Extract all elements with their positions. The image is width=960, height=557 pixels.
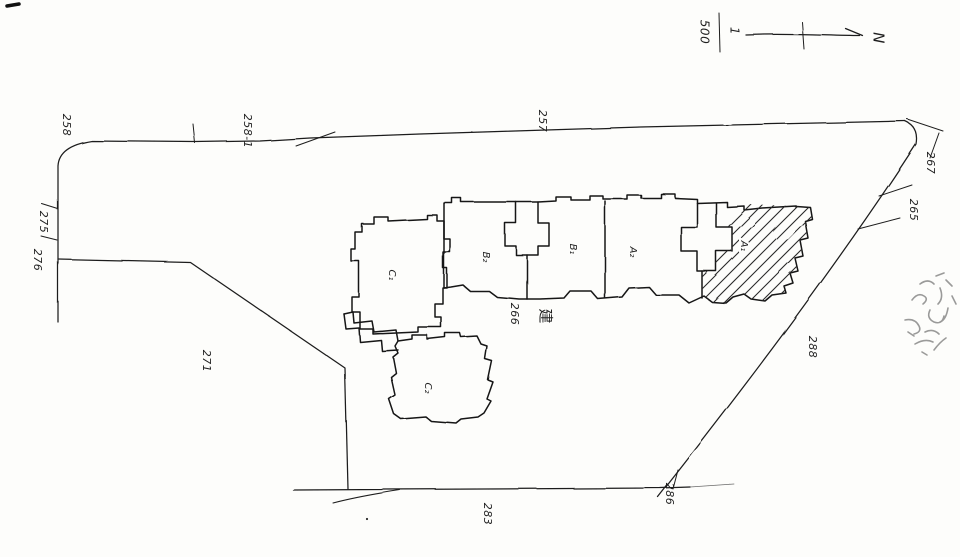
north-label: N (870, 32, 888, 44)
boundary-top-fork-slash (295, 131, 336, 147)
parcel-label-288: 288 (806, 336, 819, 359)
parcel-label-286: 286 (663, 483, 676, 506)
building-label-a1: A₁ (738, 240, 749, 252)
north-arrow-line (745, 33, 861, 37)
parcel-label-267: 267 (924, 152, 937, 175)
parcel-label-258-1: 258-1 (241, 114, 254, 148)
boundary-bottom-edge (292, 486, 691, 491)
a1-hatching (702, 203, 812, 303)
buildings-group (343, 193, 813, 424)
scale-and-north-group (718, 12, 864, 53)
scale-fraction-bar (718, 12, 721, 53)
parcel-labels-group: 258 258-1 257 267 265 275 276 271 288 28… (31, 110, 937, 526)
building-labels-group: A₁ A₂ B₁ B₂ C₁ C₂ (386, 238, 751, 394)
building-label-b2: B₂ (480, 252, 491, 263)
building-label-b1: B₁ (567, 244, 578, 255)
building-block-outline (443, 193, 813, 304)
parcel-label-283: 283 (481, 503, 494, 526)
building-label-c2: C₂ (422, 383, 433, 394)
parcel-label-271: 271 (200, 350, 213, 373)
parcel-label-266-kanji: 建 (537, 308, 555, 323)
building-label-a2: A₂ (627, 246, 638, 258)
ink-speck (365, 517, 369, 521)
c1-c2-step-upper (343, 311, 399, 342)
scale-denominator: 500 (698, 20, 712, 44)
scan-speck (5, 2, 21, 8)
stair-tower-a (680, 202, 733, 272)
parcel-label-257: 257 (536, 110, 549, 133)
scale-numerator: 1 (728, 27, 742, 35)
parcel-label-276: 276 (31, 249, 44, 272)
boundary-parcel-271 (57, 258, 349, 490)
building-label-c1: C₁ (386, 270, 397, 281)
parcel-label-266: 266 (508, 303, 521, 326)
stamp-smudge (904, 272, 957, 356)
north-arrow-cross-tick (801, 21, 805, 50)
parcel-label-265: 265 (907, 199, 920, 222)
tick-258-258-1 (192, 123, 196, 144)
tick-265-288 (857, 217, 901, 230)
parcel-label-275: 275 (37, 211, 50, 234)
north-arrowhead-icon (845, 28, 864, 37)
corner-bracket-lower (929, 132, 940, 159)
parcel-label-258: 258 (60, 114, 73, 137)
tick-276 (40, 235, 58, 241)
c1-c2-step-lower (343, 313, 399, 352)
stair-tower-b (504, 201, 550, 256)
tick-267-265 (878, 184, 913, 197)
tick-275 (41, 203, 59, 210)
parcel-boundaries-group (40, 118, 944, 504)
tick-286 (672, 469, 679, 490)
building-c1-outline (350, 214, 451, 335)
building-c2-outline (388, 332, 494, 424)
boundary-bottom-fork (332, 489, 401, 504)
boundary-right-diagonal (657, 120, 918, 498)
corner-bracket-upper (906, 118, 944, 132)
boundary-left-and-top-edge (57, 120, 906, 323)
boundary-bottom-extension (689, 483, 735, 488)
